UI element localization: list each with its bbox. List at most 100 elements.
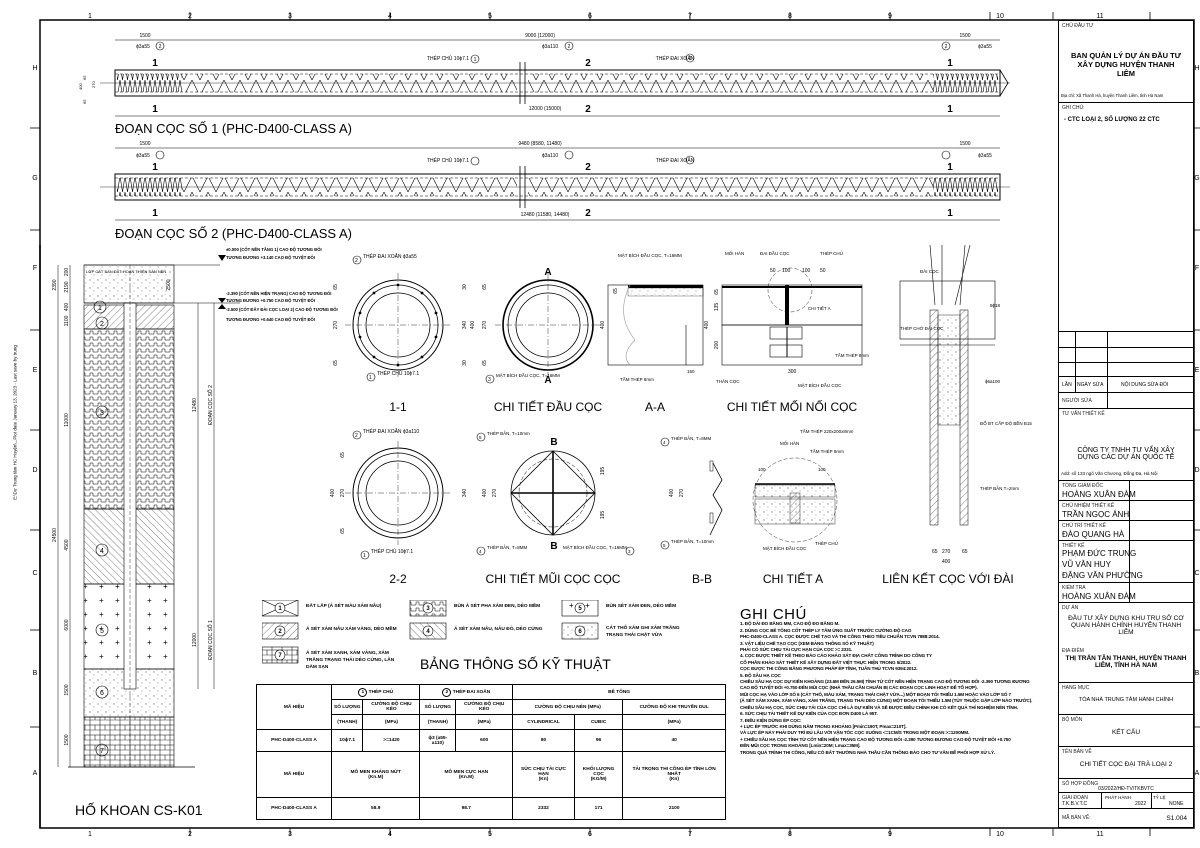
svg-text:1: 1 [947,58,953,69]
details-tip-title: CHI TIẾT MŨI CỌC CỌC [486,571,621,586]
consultant-cell: TƯ VẤN THIẾT KẾ CÔNG TY TNHH TƯ VẤN XÂY … [1059,409,1193,481]
svg-text:12480: 12480 [192,398,198,412]
svg-text:6: 6 [588,831,592,838]
spec-table: MÃ HIỆU 1 THÉP CHỦ 2 THÉP ĐAI XOẮN BÊ TÔ… [256,684,726,820]
spec-table-row1-sp-qty: ɸ3 (a55-a110) [419,729,457,752]
notes-lines-10: CAO ĐỘ TUYỆT ĐỐI +0.750 ĐẾN MŨI CỌC (NHÀ… [740,685,978,691]
svg-text:3: 3 [288,13,292,20]
svg-text:100: 100 [802,268,811,274]
svg-text:7: 7 [688,831,692,838]
spec-table-h-mpa: (MPa) [362,714,421,730]
svg-text:2: 2 [585,162,591,173]
title-block-designer-label: THIẾT KẾ [1062,543,1085,549]
spec-table-row1-sp-ten: 600 [455,729,514,752]
details-aa-l2: TẤM THÉP 8mm [620,376,654,382]
svg-text:11: 11 [1096,831,1103,838]
svg-text:7: 7 [100,748,104,755]
spec-table-row2-weight: 171 [573,797,624,820]
details-detA-labels-3: MẶT BÍCH ĐẦU CỌC [763,545,807,551]
title-block-checker: HOÀNG XUÂN ĐÀM [1062,592,1136,601]
svg-text:1: 1 [947,208,953,219]
title-block-owner-label: CHỦ ĐẦU TƯ [1062,23,1094,29]
title-block-reviser-label: NGƯỜI SỬA [1062,398,1092,404]
details-bb-labels-1: THÉP BẢN, T=10mm [671,538,714,544]
svg-text:1: 1 [98,305,102,312]
svg-text:30: 30 [462,360,468,366]
svg-text:D: D [1194,467,1199,474]
legend-2-text: Á SÉT XÁM XANH, XÁM VÀNG, XÁM TRẮNG TRẠN… [306,651,395,670]
borehole-levels-1-l2: TƯƠNG ĐƯƠNG +0.750 CAO ĐỘ TUYỆT ĐỐI [226,298,315,303]
svg-text:2500: 2500 [166,279,172,290]
spec-table-row1-main-qty: 10ɸ7.1 [330,729,364,752]
svg-text:9000 (12000): 9000 (12000) [525,33,555,39]
svg-text:1: 1 [152,58,158,69]
svg-text:2: 2 [945,44,948,50]
svg-text:1: 1 [152,208,158,219]
spec-table-h-transfer: CƯỜNG ĐỘ KHI TRUYỀN DUL [622,699,726,715]
spec-table-h-load-u: (Kn) [669,777,679,782]
title-block-sheet: S1.004 [1166,815,1187,822]
svg-text:270: 270 [679,489,685,498]
notes-lines-7: CỌC ĐƯỢC THI CÔNG BẰNG PHƯƠNG PHÁP ÉP TĨ… [740,666,918,672]
details-s22-title: 2-2 [389,572,407,586]
spec-table-h-concrete: BÊ TÔNG [512,684,726,700]
spec-table-h-spiral: THÉP ĐAI XOẮN [452,689,491,695]
svg-text:1: 1 [947,104,953,115]
svg-text:ɸ6a100: ɸ6a100 [985,379,1000,384]
svg-text:50: 50 [820,268,826,274]
svg-text:ɸ3a110: ɸ3a110 [542,153,559,159]
svg-text:ɸ3a55: ɸ3a55 [136,44,150,50]
svg-text:THÉP ĐAI XOẮN: THÉP ĐAI XOẮN [656,156,695,164]
svg-text:1500: 1500 [959,33,970,39]
title-block-consultant-label: TƯ VẤN THIẾT KẾ [1062,411,1105,417]
details-tip-labels-0: THÉP BẢN, T=10mm [487,430,530,436]
spec-table-h-mpa: (MPa) [455,714,514,730]
svg-text:1: 1 [363,553,366,559]
svg-text:12480 (11580, 14480): 12480 (11580, 14480) [521,212,570,218]
svg-text:4: 4 [663,440,666,445]
spec-table-h-qty: SỐ LƯỢNG [330,699,364,715]
title-block-chief-label: CHỦ NHIỆM THIẾT KẾ [1062,503,1115,509]
svg-text:2: 2 [159,44,162,50]
svg-text:10: 10 [996,831,1004,838]
project-cell: DỰ ÁN ĐẦU TƯ XÂY DỰNG KHU TRỤ SỞ CƠ QUAN… [1059,603,1193,683]
svg-text:1: 1 [88,831,92,838]
svg-text:65: 65 [82,99,87,104]
svg-text:H: H [32,65,37,72]
title-block-owner-addr: Địa chỉ: Xã Thanh Hà, huyện Thanh Liêm, … [1061,93,1164,98]
borehole-levels-2-l2: TƯƠNG ĐƯƠNG +0.640 CAO ĐỘ TUYỆT ĐỐI [226,317,315,322]
svg-text:11: 11 [1096,13,1103,20]
svg-text:MỐI HÀN: MỐI HÀN [725,250,744,256]
spec-table-row2-code: PHC-D400-CLASS A [256,797,332,820]
svg-text:2: 2 [568,44,571,50]
svg-text:270: 270 [91,81,96,88]
spec-table-h-cyl: CYLINDRICAL [512,714,575,730]
svg-text:3: 3 [488,377,491,383]
title-block-chief: TRẦN NGỌC ÁNH [1062,510,1130,519]
svg-text:30: 30 [462,284,468,290]
title-block-owner-name: BAN QUẢN LÝ DỰ ÁN ĐẦU TƯ XÂY DỰNG HUYỆN … [1071,51,1181,78]
title-block-note-label: GHI CHÚ: [1062,105,1085,111]
notes-lines-18: + CHIỀU SÂU HẠ CỌC TÍNH TỪ CỐT NỀN HIỆN … [740,736,1011,742]
legend-4-text: Á SÉT XÁM NÂU, NÂU ĐỎ, DẺO CỨNG [454,627,543,632]
svg-text:5: 5 [479,435,482,440]
note-cell: GHI CHÚ: - CTC LOẠI 2, SỐ LƯỢNG 22 CTC [1059,103,1193,378]
title-block-dept: KẾT CẤU [1111,729,1141,736]
svg-text:2: 2 [585,58,591,69]
spec-table-h-cap-u: (Kn) [538,777,549,782]
svg-text:24500: 24500 [52,528,58,542]
svg-text:400: 400 [942,559,951,565]
spec-table-h-ult-u: (Kn.M) [458,774,474,780]
legend-5-text: BÙN SÉT XÁM ĐEN, DẺO MỀM [606,604,677,609]
svg-text:270: 270 [333,321,339,330]
svg-text:8: 8 [788,831,792,838]
details-s22-main: THÉP CHỦ 10ɸ7.1 [371,548,413,555]
title-block: CHỦ ĐẦU TƯ BAN QUẢN LÝ DỰ ÁN ĐẦU TƯ XÂY … [1058,20,1194,828]
svg-text:B: B [550,437,557,448]
spec-table-row1-main-ten: >=1420 [362,729,421,752]
title-block-rev-cols-2: NỘI DUNG SỬA ĐỔI [1121,382,1169,388]
details-tip-labels-2: MẶT BÍCH ĐẦU CỌC, T=16MM [563,544,627,550]
svg-text:A: A [1195,770,1200,777]
